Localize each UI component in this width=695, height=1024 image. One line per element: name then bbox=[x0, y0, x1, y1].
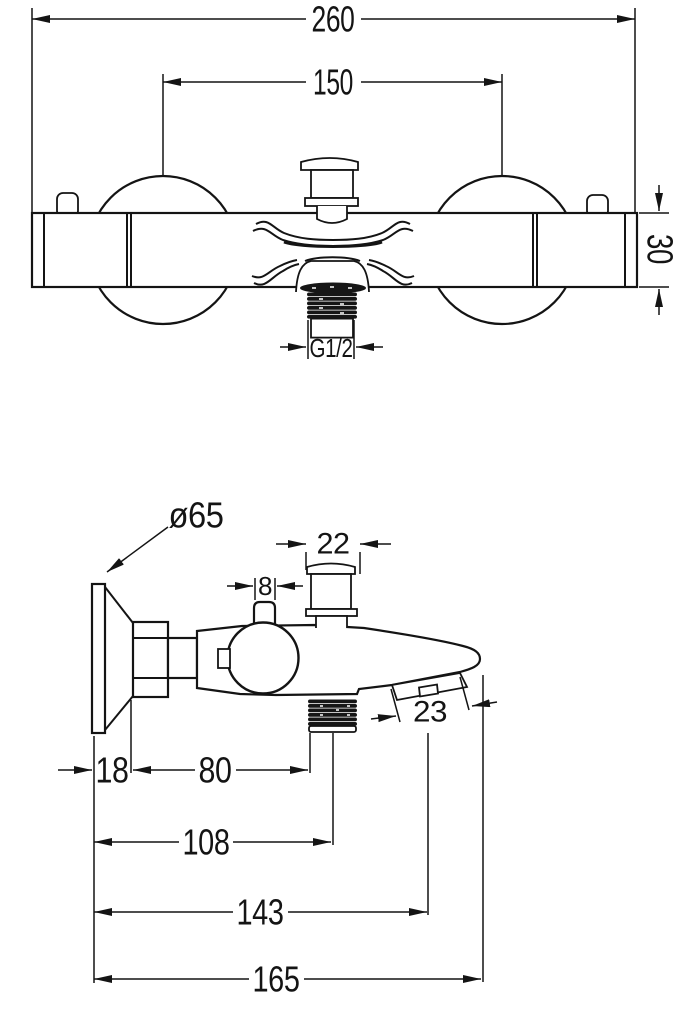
dimension-stub: 8 bbox=[227, 571, 303, 601]
dimension-flange-to-outlet: 80 bbox=[133, 750, 308, 791]
wall-to-connector-label: 143 bbox=[237, 892, 284, 933]
total-width-label: 260 bbox=[312, 0, 355, 40]
diverter-knob-front bbox=[300, 157, 359, 224]
mixer-body-front-lines bbox=[43, 214, 626, 286]
total-projection-label: 165 bbox=[253, 959, 300, 1000]
dimension-flange-depth: 18 bbox=[58, 750, 129, 791]
diverter-knob-side bbox=[305, 562, 358, 628]
cartridge-stub bbox=[252, 600, 277, 626]
side-extension-lines bbox=[93, 675, 484, 983]
spout-contour-waves bbox=[251, 220, 415, 286]
thermostat-cartridge bbox=[226, 621, 300, 695]
dimension-flange-diameter: ø65 bbox=[106, 495, 224, 573]
threaded-outlet-side bbox=[308, 699, 357, 733]
connector-label: 23 bbox=[413, 696, 447, 729]
dimension-wall-to-connector: 143 bbox=[94, 892, 427, 933]
outlet-thread-label: G1/2 bbox=[310, 333, 353, 363]
cartridge-tab bbox=[217, 648, 231, 669]
side-view: ø65 bbox=[58, 495, 498, 1000]
dimension-connector: 23 bbox=[370, 676, 498, 729]
wall-flange bbox=[90, 582, 199, 735]
dimension-outlet-thread: G1/2 bbox=[280, 320, 383, 363]
dimension-diverter-cap: 22 bbox=[276, 528, 391, 574]
dimension-body-height: 30 bbox=[639, 185, 681, 315]
body-height-label: 30 bbox=[640, 234, 681, 264]
flange-diameter-label: ø65 bbox=[169, 495, 224, 536]
front-extension-lines bbox=[31, 8, 636, 212]
dimension-total-width: 260 bbox=[32, 0, 635, 40]
flange-depth-label: 18 bbox=[96, 750, 129, 791]
outlet-collar-front bbox=[295, 256, 370, 294]
threaded-outlet-front bbox=[307, 292, 357, 339]
dimension-total-projection: 165 bbox=[94, 959, 481, 1000]
dimension-wall-to-outlet: 108 bbox=[94, 822, 331, 863]
stub-label: 8 bbox=[258, 571, 272, 601]
front-view: 260 150 bbox=[30, 0, 681, 363]
diverter-cap-label: 22 bbox=[317, 528, 350, 561]
handshower-connector bbox=[390, 671, 469, 702]
dimension-handle-spacing: 150 bbox=[163, 62, 502, 103]
handle-spacing-label: 150 bbox=[313, 62, 353, 103]
flange-to-outlet-label: 80 bbox=[199, 750, 232, 791]
wall-to-outlet-label: 108 bbox=[183, 822, 230, 863]
